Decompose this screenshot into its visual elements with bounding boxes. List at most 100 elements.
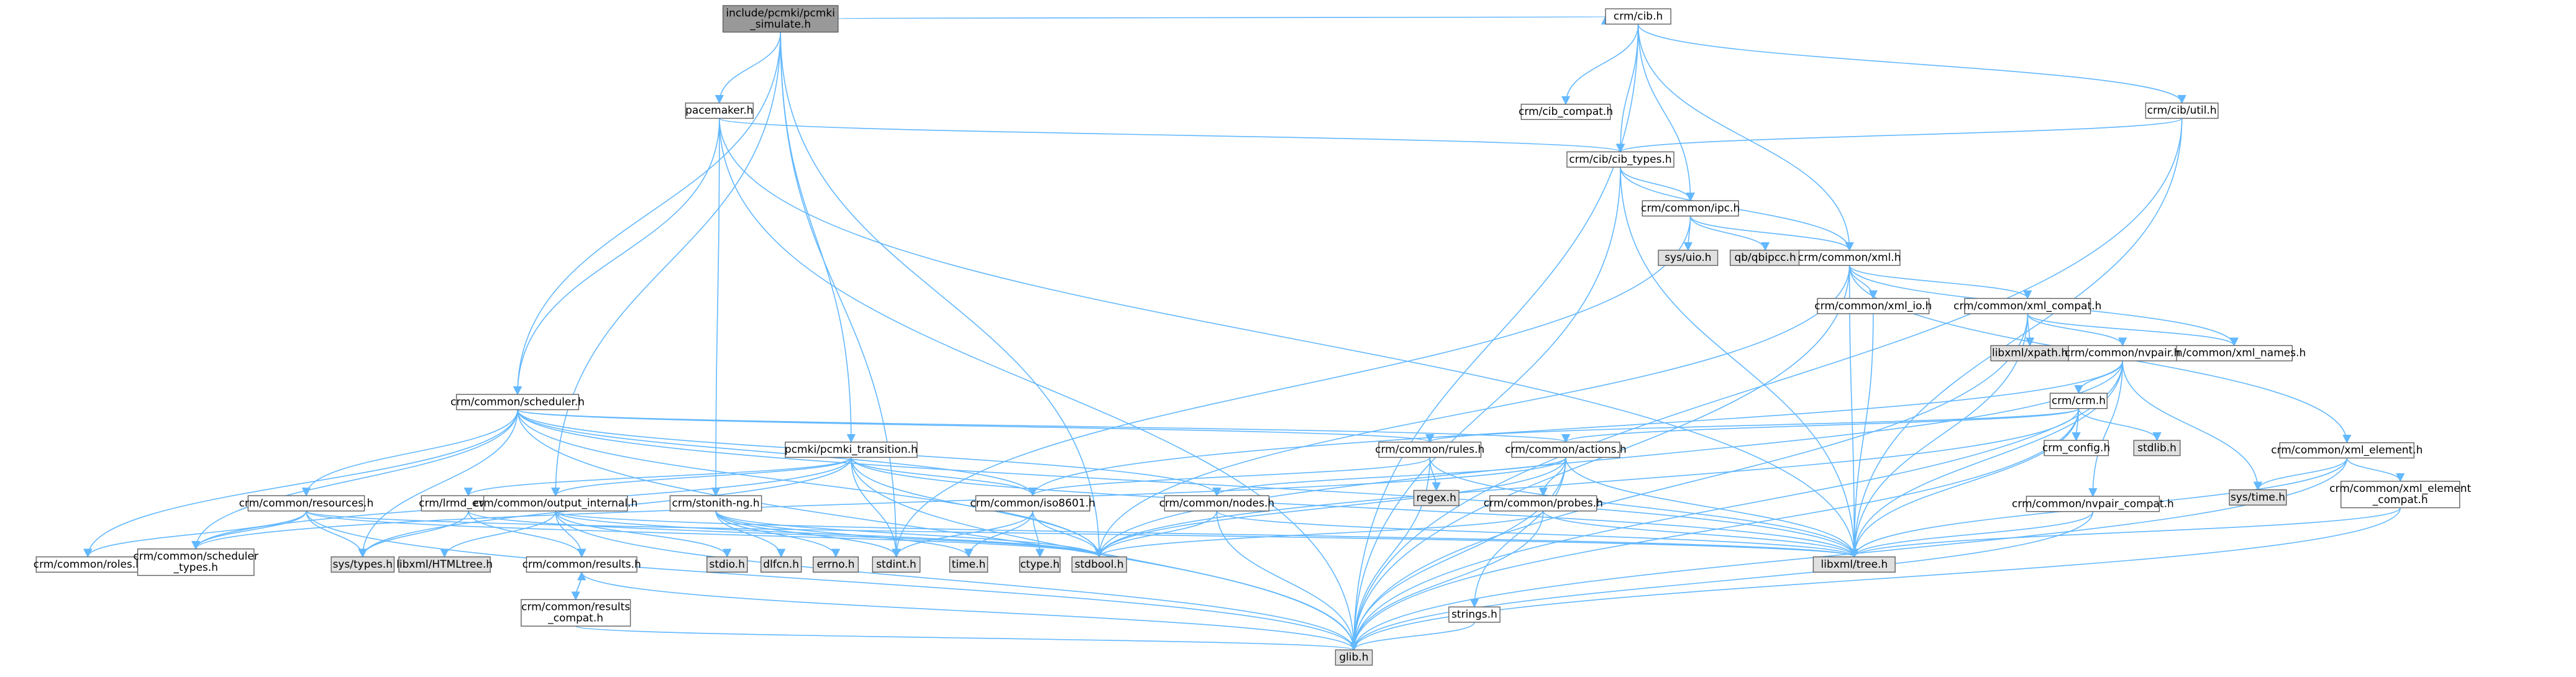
node-box-stdlib [2133, 440, 2181, 457]
edge-output_internal-to-results [555, 511, 587, 558]
node-nodes[interactable]: crm/common/nodes.h [1159, 495, 1275, 512]
node-nvpair_compat[interactable]: crm/common/nvpair_compat.h [2012, 496, 2174, 512]
node-box-stdio [706, 556, 748, 573]
node-xml_names[interactable]: crm/common/xml_names.h [2162, 345, 2306, 361]
node-crm_config[interactable]: crm_config.h [2042, 440, 2110, 457]
node-stdio[interactable]: stdio.h [706, 556, 748, 573]
node-label-dlfcn: dlfcn.h [763, 558, 799, 571]
node-scheduler[interactable]: crm/common/scheduler.h [450, 394, 585, 411]
node-xml[interactable]: crm/common/xml.h [1798, 250, 1901, 266]
node-rules[interactable]: crm/common/rules.h [1375, 442, 1484, 458]
node-label-root: include/pcmki/pcmki [726, 7, 835, 19]
node-label-qb_ipcc: qb/qbipcc.h [1734, 252, 1796, 264]
edge-xml_compat-to-xml_names [2027, 313, 2239, 347]
node-sys_types[interactable]: sys/types.h [331, 556, 395, 573]
node-box-xml_compat [1964, 298, 2091, 314]
node-label-regex: regex.h [1417, 492, 1456, 504]
node-stdint[interactable]: stdint.h [872, 556, 921, 573]
node-results[interactable]: crm/common/results.h [523, 556, 641, 573]
edge-resources-to-scheduler_types [191, 511, 307, 550]
node-box-libxml_htmltree [398, 556, 491, 573]
node-glib[interactable]: glib.h [1335, 649, 1373, 666]
edge-xml_element-to-xml_element_compat [2346, 458, 2405, 483]
node-label-actions: crm/common/actions.h [1505, 443, 1626, 456]
node-regex[interactable]: regex.h [1413, 489, 1459, 506]
edge-root-to-pcmki_transition [780, 32, 856, 443]
node-box-crm_h [2049, 393, 2108, 409]
node-cib_types[interactable]: crm/cib/cib_types.h [1566, 151, 1674, 168]
node-libxml_tree[interactable]: libxml/tree.h [1812, 556, 1896, 573]
node-libxml_xpath[interactable]: libxml/xpath.h [1990, 345, 2070, 361]
edge-lrmd_events-to-sys_types [358, 511, 469, 558]
node-dlfcn[interactable]: dlfcn.h [760, 556, 802, 573]
node-actions[interactable]: crm/common/actions.h [1505, 442, 1627, 458]
node-box-glib [1335, 649, 1373, 666]
node-strings[interactable]: strings.h [1448, 606, 1500, 623]
node-label-cib_types: crm/cib/cib_types.h [1569, 153, 1671, 166]
node-libxml_htmltree[interactable]: libxml/HTMLtree.h [396, 556, 493, 573]
node-label-sys_uio: sys/uio.h [1665, 252, 1711, 264]
edge-stonith_ng-to-stdbool [715, 511, 1104, 558]
edge-pacemaker-to-cib_types [719, 117, 1625, 153]
edge-stonith_ng-to-errno [715, 511, 841, 558]
edge-lrmd_events-to-results [467, 511, 587, 558]
node-xml_compat[interactable]: crm/common/xml_compat.h [1953, 298, 2101, 314]
node-xml_element[interactable]: crm/common/xml_element.h [2271, 442, 2423, 459]
node-errno[interactable]: errno.h [813, 556, 859, 573]
node-xml_io[interactable]: crm/common/xml_io.h [1814, 298, 1932, 314]
node-cib_compat[interactable]: crm/cib_compat.h [1519, 104, 1613, 120]
node-ipc[interactable]: crm/common/ipc.h [1641, 200, 1740, 217]
node-stdlib[interactable]: stdlib.h [2133, 440, 2181, 457]
node-crm_h[interactable]: crm/crm.h [2049, 393, 2108, 409]
edge-xml-to-stdbool [1095, 265, 1850, 558]
node-pcmki_transition[interactable]: pcmki/pcmki_transition.h [785, 442, 918, 458]
edge-stonith_ng-to-stdint [715, 511, 901, 558]
node-label-stonith_ng: crm/stonith-ng.h [672, 497, 760, 509]
node-scheduler_types[interactable]: crm/common/scheduler_types.h [134, 548, 258, 576]
node-nvpair[interactable]: crm/common/nvpair.h [2065, 345, 2180, 361]
node-label-xml_io: crm/common/xml_io.h [1814, 300, 1932, 312]
edge-scheduler-to-sys_types [358, 409, 518, 558]
node-results_compat[interactable]: crm/common/results_compat.h [521, 599, 631, 627]
node-label-xml_element_compat: crm/common/xml_element [2329, 483, 2471, 495]
node-label-sys_time: sys/time.h [2231, 491, 2285, 504]
node-label-rules: crm/common/rules.h [1375, 443, 1484, 456]
node-label-sys_types: sys/types.h [332, 558, 393, 571]
node-box-nvpair_compat [2026, 496, 2160, 512]
node-pacemaker[interactable]: pacemaker.h [685, 102, 754, 119]
node-label-xml_element_compat: _compat.h [2372, 494, 2428, 506]
node-layer: include/pcmki/pcmki_simulate.h crm/cib.h p… [34, 5, 2472, 666]
node-crm_cib[interactable]: crm/cib.h [1605, 8, 1671, 25]
node-label-libxml_htmltree: libxml/HTMLtree.h [396, 558, 493, 571]
node-sys_time[interactable]: sys/time.h [2229, 489, 2287, 506]
node-cib_util[interactable]: crm/cib/util.h [2145, 102, 2219, 119]
edge-pcmki_transition-to-output_internal [551, 457, 852, 497]
node-probes[interactable]: crm/common/probes.h [1484, 495, 1603, 512]
edge-pacemaker-to-glib [719, 118, 1359, 651]
node-label-stdlib: stdlib.h [2137, 442, 2176, 454]
node-time_h[interactable]: time.h [949, 556, 989, 573]
edge-crm_h-to-libxml_tree [1850, 408, 2080, 558]
edge-output_internal-to-stdio [555, 511, 732, 558]
node-root[interactable]: include/pcmki/pcmki_simulate.h [722, 5, 839, 33]
edge-scheduler-to-libxml_tree [517, 409, 1859, 558]
node-label-glib: glib.h [1339, 652, 1368, 664]
node-xml_element_compat[interactable]: crm/common/xml_element_compat.h [2329, 481, 2472, 509]
node-output_internal[interactable]: crm/common/output_internal.h [473, 495, 637, 512]
edge-cib_util-to-libxml_tree [1850, 118, 2183, 558]
node-resources[interactable]: crm/common/resources.h [239, 495, 374, 512]
node-stdbool[interactable]: stdbool.h [1071, 556, 1127, 573]
edge-crm_h-to-stdbool [1095, 408, 2080, 558]
node-box-xml [1798, 250, 1901, 266]
node-stonith_ng[interactable]: crm/stonith-ng.h [669, 495, 762, 512]
node-box-crm_config [2044, 440, 2109, 457]
node-qb_ipcc[interactable]: qb/qbipcc.h [1729, 250, 1801, 266]
node-label-stdbool: stdbool.h [1075, 558, 1124, 571]
edge-actions-to-glib [1349, 457, 1566, 651]
node-ctype[interactable]: ctype.h [1019, 556, 1061, 573]
node-sys_uio[interactable]: sys/uio.h [1658, 250, 1719, 266]
edge-output_internal-to-libxml_htmltree [440, 511, 556, 558]
edge-actions-to-strings [1469, 457, 1566, 608]
node-roles[interactable]: crm/common/roles.h [34, 556, 142, 573]
node-iso8601[interactable]: crm/common/iso8601.h [970, 495, 1095, 512]
